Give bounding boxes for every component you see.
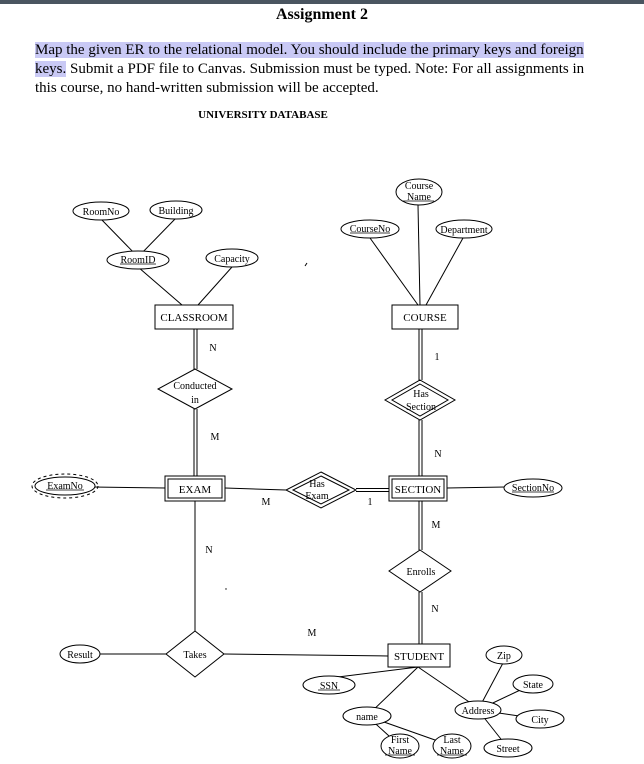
assignment-instructions: Map the given ER to the relational model… <box>35 41 595 98</box>
cardinality-exam-has-exam: M <box>262 497 271 508</box>
relationship-conducted-in-label-1: Conducted <box>173 381 216 392</box>
attribute-zip-label: Zip <box>497 651 511 662</box>
entity-classroom-label: CLASSROOM <box>160 312 227 324</box>
attribute-first-name <box>380 733 420 759</box>
relationship-has-exam <box>284 471 358 509</box>
attribute-exam-no <box>34 476 96 496</box>
relationship-has-exam-label-1: Has <box>309 479 325 490</box>
relationship-enrolls-label: Enrolls <box>407 567 436 578</box>
attribute-building <box>149 200 203 220</box>
attribute-room-id-label: RoomID <box>121 255 156 266</box>
attribute-street-label: Street <box>496 744 520 755</box>
attribute-city-label: City <box>531 715 548 726</box>
attribute-name <box>342 706 392 726</box>
attribute-course-name <box>395 178 443 206</box>
attribute-course-name-label-1: Course <box>405 181 434 192</box>
attribute-state-label: State <box>523 680 544 691</box>
relationship-takes-label: Takes <box>183 650 206 661</box>
cardinality-student-takes: M <box>308 628 317 639</box>
relationship-conducted-in <box>156 368 234 410</box>
relationship-has-section <box>383 379 457 421</box>
attribute-department <box>435 219 493 239</box>
relationship-enrolls <box>388 549 452 593</box>
attribute-last-name-label-1: Last <box>443 735 460 746</box>
diagram-caption: UNIVERSITY DATABASE <box>198 109 328 121</box>
entity-course <box>391 304 459 330</box>
attribute-course-name-label-2: Name <box>407 192 431 203</box>
cardinality-section-has-section: N <box>434 449 441 460</box>
attribute-address-label: Address <box>462 706 495 717</box>
assignment-title: Assignment 2 <box>275 6 368 23</box>
attribute-ssn-label: SSN <box>320 681 338 692</box>
relationship-has-exam-label-2: Exam <box>305 491 329 502</box>
attribute-section-no <box>503 478 563 498</box>
relationship-has-section-label-2: Section <box>406 402 436 413</box>
cardinality-section-has-exam: 1 <box>368 497 373 508</box>
attribute-result-label: Result <box>67 650 93 661</box>
attribute-address <box>454 700 502 720</box>
cardinality-exam-conducted: M <box>211 432 220 443</box>
relationship-has-section-label-1: Has <box>413 389 429 400</box>
attribute-first-name-label-1: First <box>391 735 410 746</box>
entity-classroom <box>154 304 234 330</box>
cardinality-student-enrolls: N <box>431 604 438 615</box>
attribute-course-no-label: CourseNo <box>350 224 391 235</box>
attribute-course-no <box>340 219 400 239</box>
relationship-takes <box>165 630 225 678</box>
entity-student <box>387 643 451 668</box>
attribute-section-no-label: SectionNo <box>512 483 554 494</box>
cardinality-exam-takes: N <box>205 545 212 556</box>
instruction-text: Submit a PDF file to Canvas. Submission … <box>35 61 585 96</box>
er-diagram: UNIVERSITY DATABASE CLASSROOM COURSE EXA… <box>31 109 565 759</box>
attribute-last-name <box>432 733 472 759</box>
cardinality-classroom-conducted: N <box>209 343 216 354</box>
attribute-building-label: Building <box>158 206 193 217</box>
attribute-room-id <box>106 250 170 270</box>
entity-exam-label: EXAM <box>179 484 212 496</box>
attribute-capacity-label: Capacity <box>214 254 250 265</box>
entity-student-label: STUDENT <box>394 651 444 663</box>
entity-course-label: COURSE <box>403 312 447 324</box>
attribute-room-no <box>72 201 130 221</box>
attribute-name-label: name <box>356 712 378 723</box>
cardinality-course-has-section: 1 <box>435 352 440 363</box>
cardinality-section-enrolls: M <box>432 520 441 531</box>
attribute-result <box>59 644 101 664</box>
attribute-city <box>515 709 565 729</box>
attribute-exam-no-label: ExamNo <box>47 481 83 492</box>
attribute-room-no-label: RoomNo <box>83 207 120 218</box>
attribute-last-name-label-2: Name <box>440 746 464 757</box>
attribute-department-label: Department <box>440 225 487 236</box>
entity-section-label: SECTION <box>395 484 442 496</box>
attribute-state <box>512 674 554 694</box>
attribute-zip <box>485 645 523 665</box>
attribute-capacity <box>205 248 259 268</box>
entity-section <box>388 475 448 502</box>
entity-exam <box>164 475 226 502</box>
attribute-first-name-label-2: Name <box>388 746 412 757</box>
window-top-bar <box>0 0 644 4</box>
attribute-street <box>483 738 533 758</box>
attribute-ssn <box>302 675 356 695</box>
relationship-conducted-in-label-2: in <box>191 395 199 406</box>
